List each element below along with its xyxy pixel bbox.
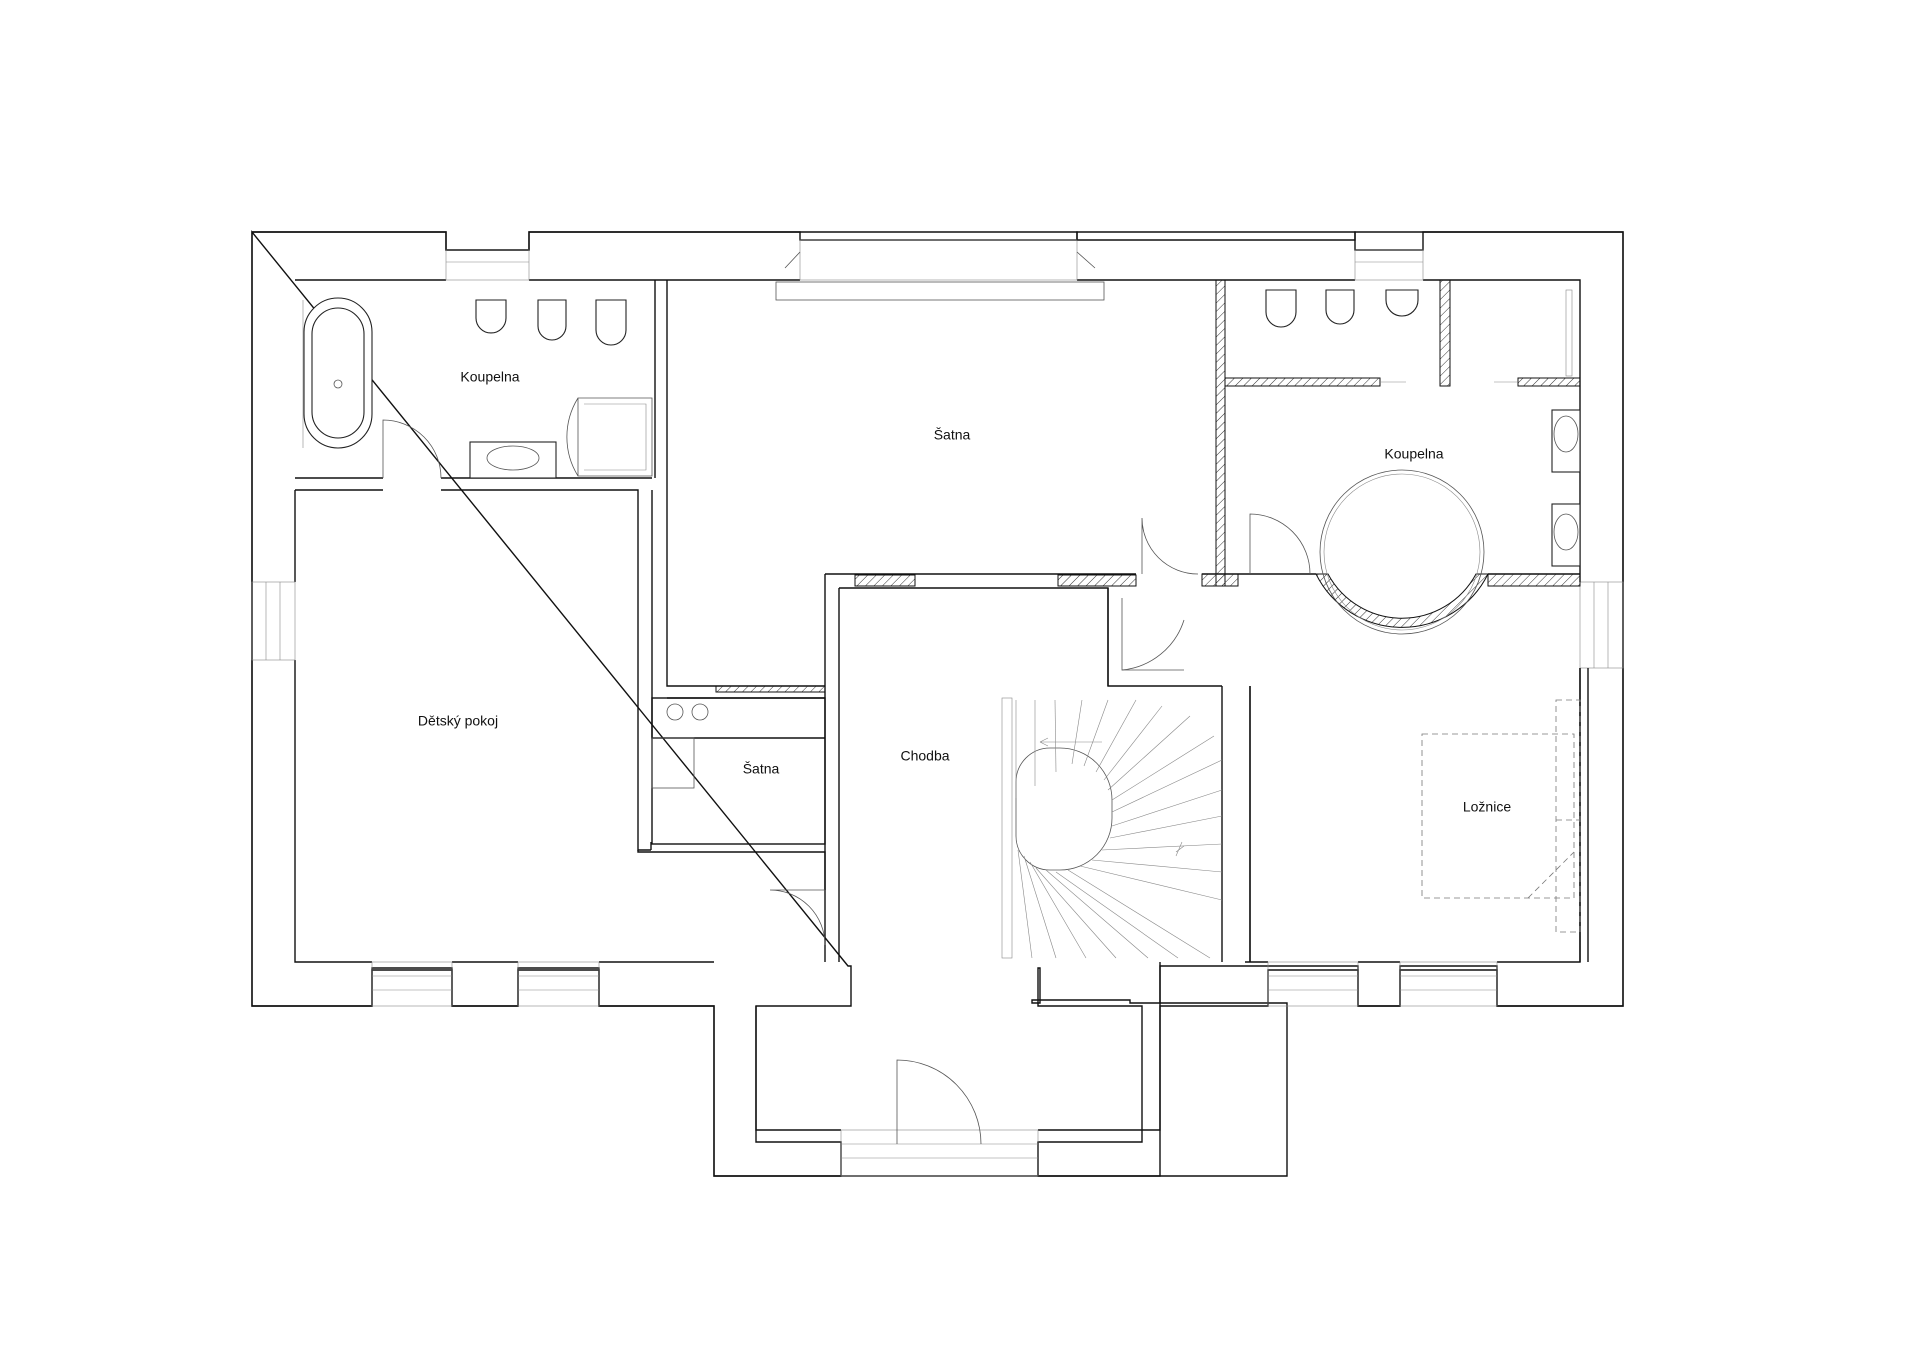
staircase (1001, 697, 1223, 959)
label-bathroom-right: Koupelna (1384, 446, 1443, 462)
window-top-2 (799, 239, 1078, 281)
wardrobe-outline (1555, 699, 1581, 933)
door-hallway (1121, 598, 1185, 671)
toilet-3 (1265, 289, 1297, 328)
door-wardrobe-top (1141, 517, 1199, 575)
door-bathroom-right (1249, 513, 1311, 575)
round-wall (1315, 573, 1489, 628)
entrance-frame (840, 1129, 1039, 1177)
doors (382, 381, 1518, 946)
sink-left (469, 441, 557, 479)
toilet-2 (537, 299, 567, 341)
window-bottom-2 (517, 961, 600, 1007)
window-top-3 (1354, 249, 1424, 281)
washer-icon (666, 703, 684, 721)
small-wardrobe-fixtures (651, 703, 709, 789)
bidet-2 (1385, 289, 1419, 317)
round-shower (1319, 469, 1485, 635)
interior-walls (295, 279, 1589, 962)
towel-rail (1565, 289, 1573, 377)
bed-outline (1421, 733, 1575, 899)
bay-sill (775, 281, 1105, 301)
label-bedroom: Ložnice (1463, 799, 1511, 815)
bidet (595, 299, 627, 346)
dryer-icon (691, 703, 709, 721)
label-hallway: Chodba (900, 748, 949, 764)
window-bottom-1 (371, 961, 453, 1007)
shower-left (566, 397, 653, 477)
exterior-outline (251, 230, 1624, 1177)
window-bottom-3 (1267, 961, 1359, 1007)
window-east (1579, 581, 1624, 669)
toilet-4 (1325, 289, 1355, 325)
bathroom-left-fixtures (302, 297, 653, 479)
entrance-door-swing (896, 1059, 982, 1145)
label-kids-room: Dětský pokoj (418, 713, 498, 729)
window-top-1 (445, 249, 530, 281)
small-wardrobe-walls (651, 697, 826, 845)
cabinet (651, 737, 695, 789)
label-bathroom-left: Koupelna (460, 369, 519, 385)
room-labels: Koupelna Šatna Koupelna Dětský pokoj Šat… (418, 369, 1511, 815)
exterior-wall-outer (251, 231, 1624, 1177)
outer-walls (251, 230, 1624, 1177)
window-bottom-4 (1399, 961, 1498, 1007)
toilet-1 (475, 299, 507, 334)
sink-right-1 (1551, 409, 1581, 473)
door-bathroom-left (382, 419, 442, 479)
label-wardrobe-top: Šatna (934, 427, 971, 443)
bathroom-right-fixtures (1265, 289, 1581, 567)
sink-right-2 (1551, 503, 1581, 567)
window-west (251, 581, 296, 661)
exterior-wall-inner (294, 279, 1581, 1131)
door-kids-room (769, 889, 826, 946)
bedroom-furniture (1421, 699, 1581, 933)
label-wardrobe-small: Šatna (743, 761, 780, 777)
